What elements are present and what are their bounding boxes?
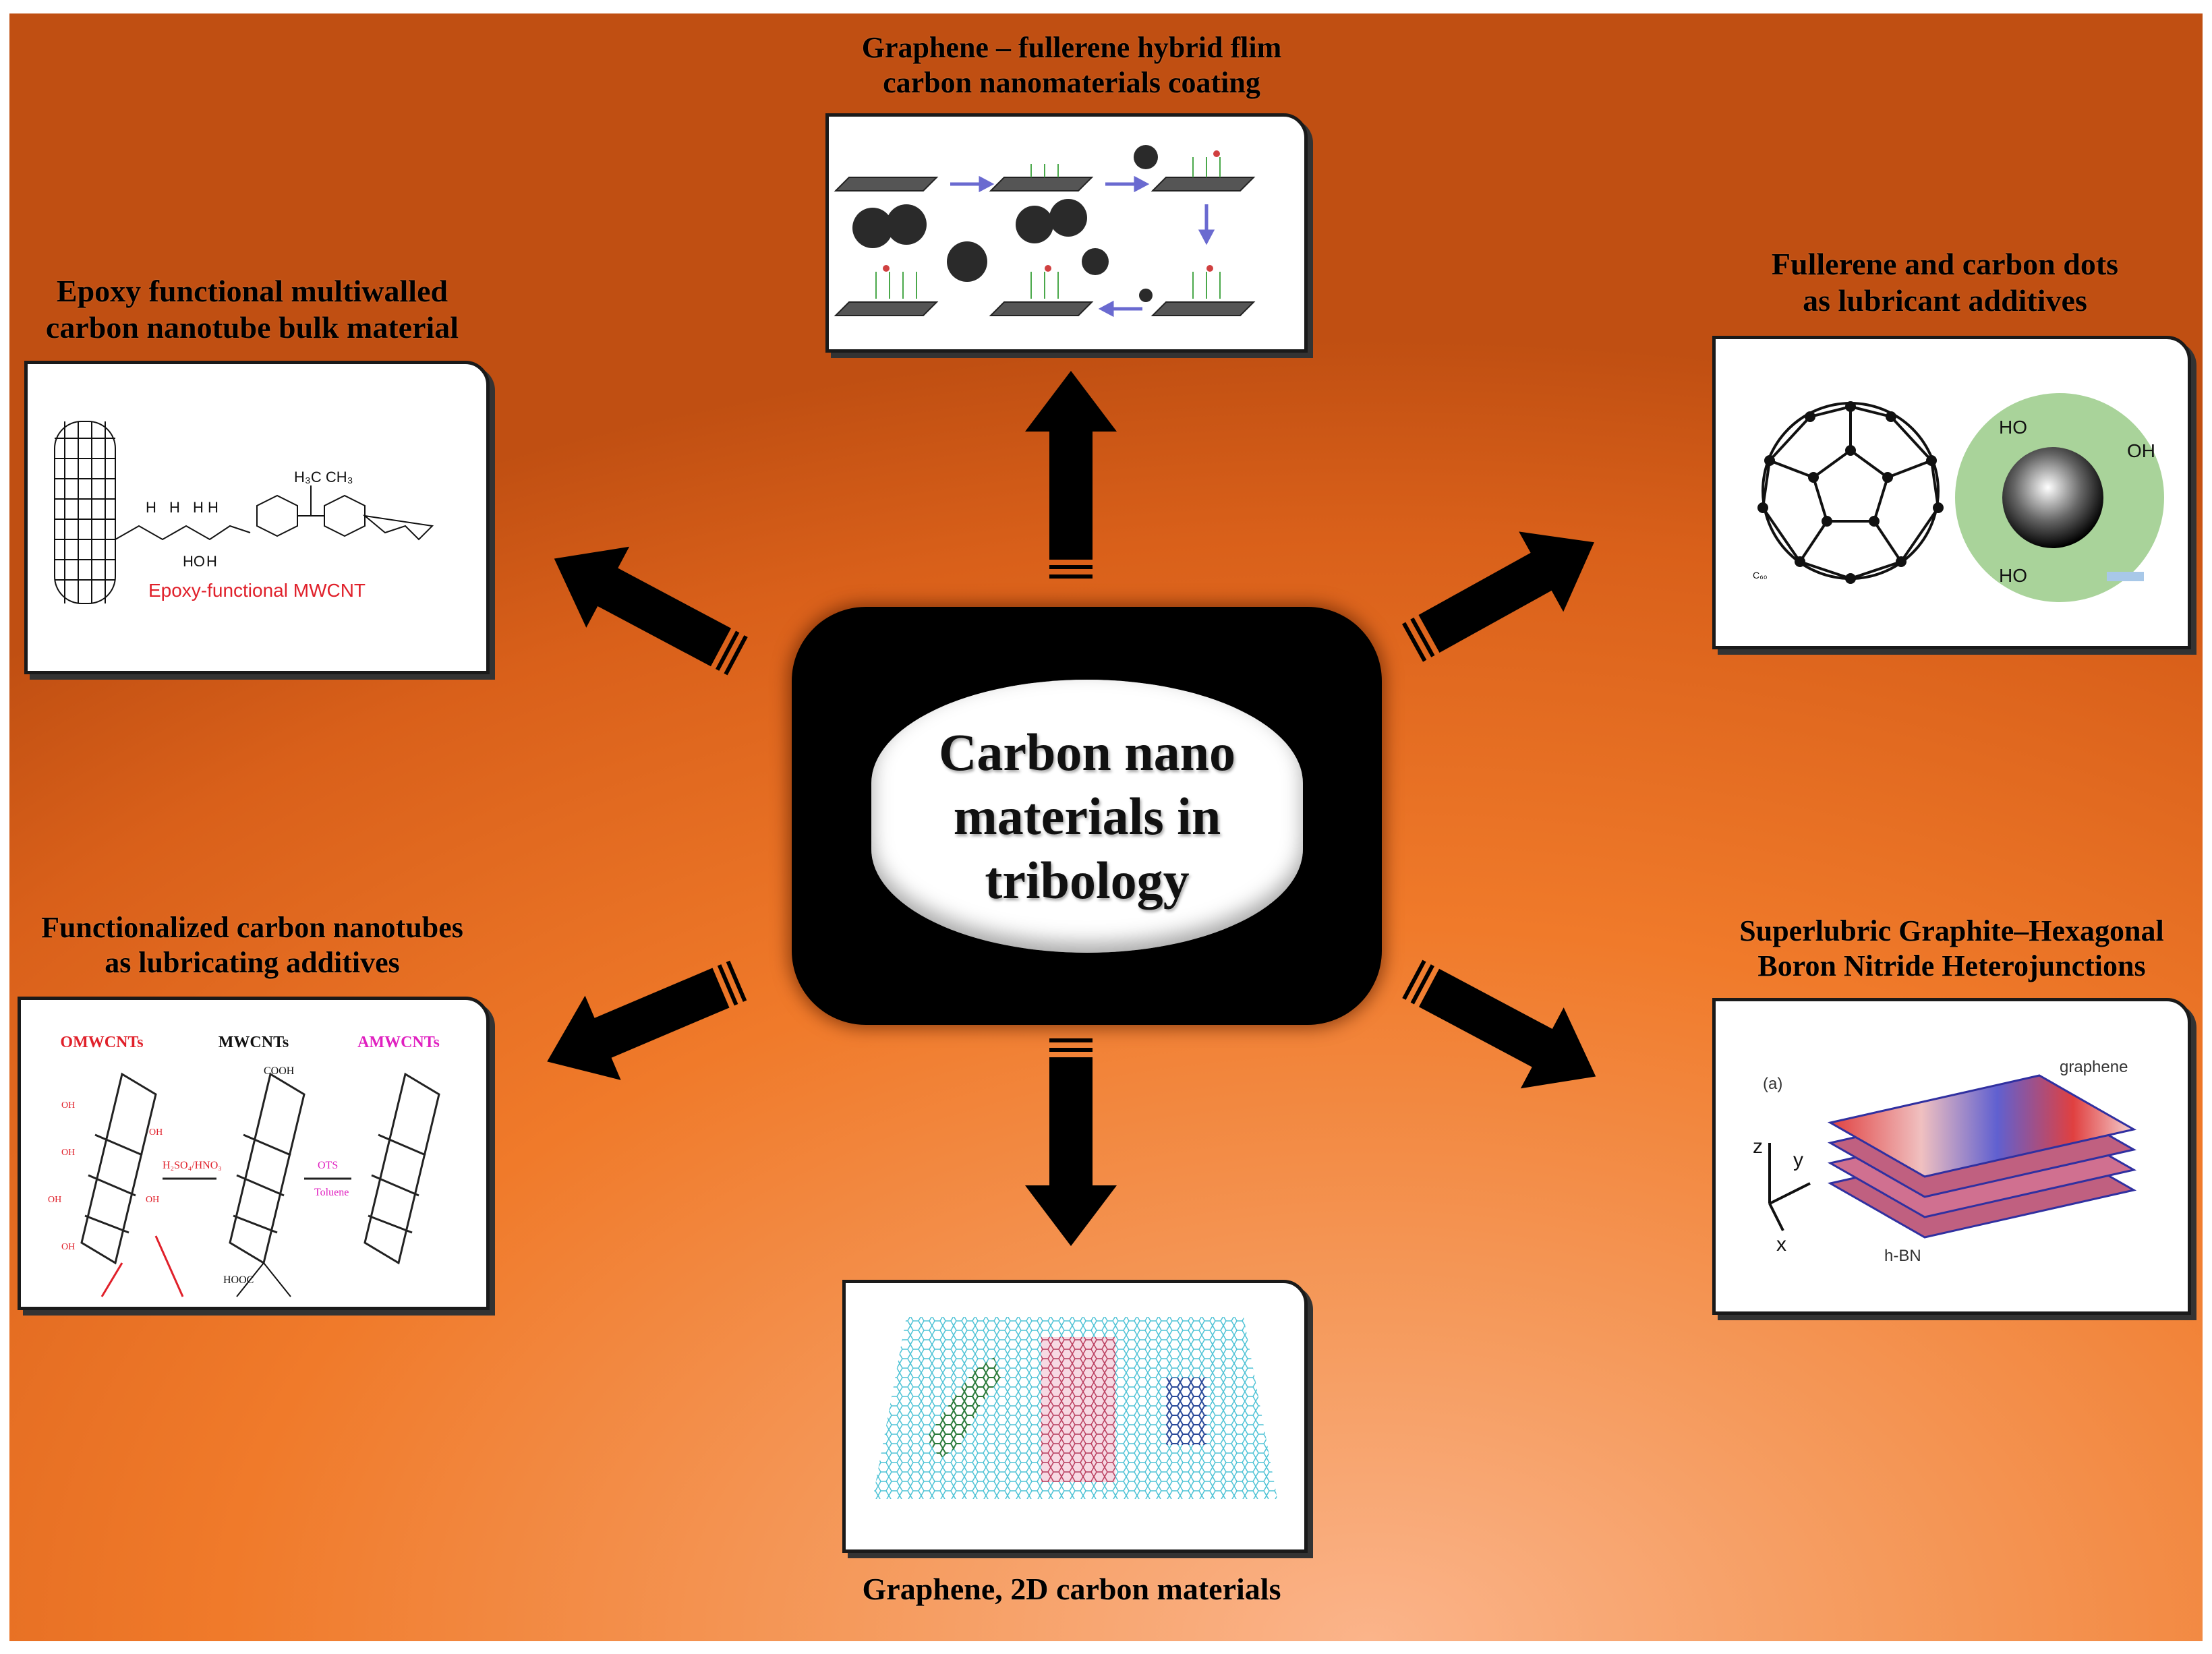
bottom-node-image (842, 1280, 1308, 1553)
label-graphene: graphene (2060, 1058, 2128, 1076)
center-node: Carbon nano materials in tribology (792, 607, 1382, 1025)
top-title-line2: carbon nanomaterials coating (883, 65, 1260, 99)
svg-text:H: H (146, 499, 156, 516)
axis-y: y (1793, 1149, 1803, 1171)
svg-text:OH: OH (48, 1195, 61, 1205)
chem-label-1: HO (1999, 417, 2027, 438)
label-hbn: h-BN (1884, 1247, 1921, 1265)
arrow-upper-left (532, 518, 759, 697)
bottom-right-title-line2: Boron Nitride Heterojunctions (1757, 949, 2146, 982)
svg-text:OH: OH (61, 1100, 75, 1111)
svg-text:H: H (206, 553, 217, 570)
omwcnt-label: OMWCNTs (60, 1034, 143, 1051)
top-right-title-line2: as lubricant additives (1803, 283, 2087, 318)
hooc-label: HOOC (223, 1274, 254, 1286)
arrow-upper-right (1390, 502, 1617, 684)
fullerene-carbon-dot-illustration: C₆₀ HO OH HO (1753, 393, 2164, 602)
top-node-image (825, 113, 1308, 353)
chem-label-2: OH (2127, 440, 2155, 461)
top-right-node-image: C₆₀ HO OH HO (1712, 336, 2191, 649)
svg-text:OH: OH (146, 1195, 159, 1205)
svg-text:HO: HO (183, 553, 205, 570)
functionalized-cnt-illustration: OMWCNTs MWCNTs AMWCNTs H₂SO₄/HNO₃ OTS To… (48, 1034, 440, 1297)
graphite-hbn-illustration: (a) graphene h-BN z y x (1753, 1058, 2137, 1265)
svg-text:OH: OH (61, 1242, 75, 1252)
reagent-3: Toluene (314, 1187, 349, 1198)
svg-text:OH: OH (149, 1127, 163, 1138)
bottom-node-title: Graphene, 2D carbon materials (795, 1571, 1348, 1607)
bottom-left-node-title: Functionalized carbon nanotubes as lubri… (16, 910, 488, 980)
top-left-title-line2: carbon nanotube bulk material (45, 310, 459, 345)
svg-text:OH: OH (61, 1148, 75, 1158)
top-left-image-caption: Epoxy-functional MWCNT (148, 580, 366, 601)
svg-text:H₃C CH₃: H₃C CH₃ (294, 469, 353, 485)
center-pill: Carbon nano materials in tribology (871, 680, 1303, 953)
top-right-node-title: Fullerene and carbon dots as lubricant a… (1733, 246, 2157, 320)
reagent-1: H₂SO₄/HNO₃ (163, 1160, 222, 1171)
bottom-left-title-line1: Functionalized carbon nanotubes (41, 911, 463, 944)
top-right-title-line1: Fullerene and carbon dots (1771, 247, 2119, 281)
top-left-node-title: Epoxy functional multiwalled carbon nano… (23, 273, 482, 347)
axis-x: x (1776, 1233, 1786, 1256)
bottom-left-node-image: OMWCNTs MWCNTs AMWCNTs H₂SO₄/HNO₃ OTS To… (18, 997, 490, 1310)
diagram-canvas: Carbon nano materials in tribology Graph… (9, 13, 2203, 1641)
top-left-title-line1: Epoxy functional multiwalled (56, 274, 448, 308)
bottom-right-node-image: (a) graphene h-BN z y x (1712, 998, 2191, 1315)
center-label: Carbon nano materials in tribology (939, 722, 1235, 910)
arrow-lower-left (529, 938, 757, 1104)
bottom-title-line1: Graphene, 2D carbon materials (862, 1572, 1281, 1606)
svg-text:H H: H H (193, 499, 219, 516)
arrow-up (1025, 371, 1117, 579)
bottom-right-node-title: Superlubric Graphite–Hexagonal Boron Nit… (1709, 914, 2194, 984)
bottom-left-title-line2: as lubricating additives (105, 945, 400, 979)
arrow-down (1025, 1038, 1117, 1246)
carbon-dot (2002, 447, 2103, 548)
hybrid-film-illustration (834, 145, 1256, 318)
mwcnt-label: MWCNTs (219, 1034, 289, 1051)
top-title-line1: Graphene – fullerene hybrid flim (861, 31, 1282, 64)
bottom-right-title-line1: Superlubric Graphite–Hexagonal (1739, 914, 2164, 947)
reagent-2: OTS (318, 1160, 338, 1171)
graphene-2d-illustration (873, 1317, 1277, 1499)
axis-z: z (1753, 1135, 1763, 1158)
label-a: (a) (1763, 1075, 1782, 1093)
svg-text:H: H (169, 499, 180, 516)
amwcnt-label: AMWCNTs (357, 1034, 440, 1051)
arrow-lower-right (1391, 938, 1618, 1117)
chem-label-3: HO (1999, 565, 2027, 586)
top-node-title: Graphene – fullerene hybrid flim carbon … (788, 30, 1355, 100)
cooh-label: COOH (264, 1065, 295, 1077)
c60-label: C₆₀ (1753, 570, 1768, 581)
